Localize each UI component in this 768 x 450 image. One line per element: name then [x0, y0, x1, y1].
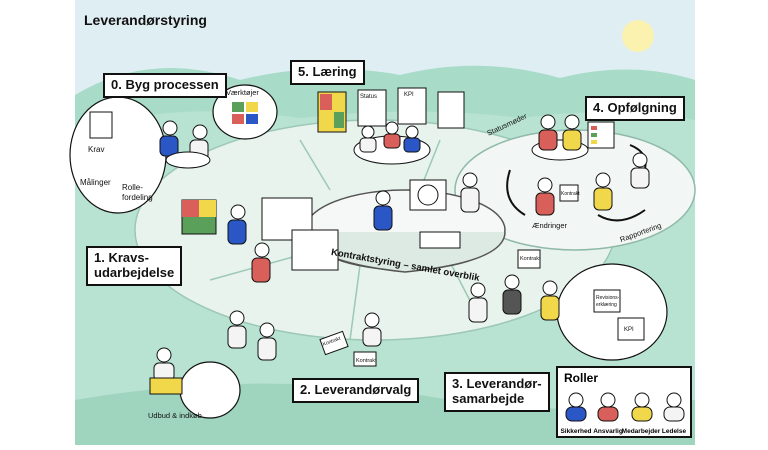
contract-doc — [353, 351, 377, 367]
revision-label-2: erklæring — [596, 302, 617, 308]
tool-tile — [232, 102, 244, 112]
board-mark — [591, 133, 597, 137]
role-ledelse-label: Ledelse — [661, 428, 687, 435]
contract-label-1: Kontrakt — [356, 358, 377, 364]
laptop-icon — [149, 377, 183, 395]
krav-label: Krav — [88, 145, 104, 154]
board-mark — [591, 126, 597, 130]
page-title: Leverandørstyring — [84, 12, 207, 28]
revision-label-1: Revisions- — [596, 295, 620, 301]
person-figures — [149, 114, 650, 395]
step-0-label: 0. Byg processen — [103, 73, 227, 98]
vaerktoejer-label: Værktøjer — [226, 88, 259, 97]
step-3-label: 3. Leverandør- samarbejde — [444, 372, 550, 412]
step-0-text: 0. Byg processen — [111, 77, 219, 92]
step-1-label: 1. Kravs- udarbejdelse — [86, 246, 183, 286]
cycle-arrow — [597, 209, 646, 222]
role-ansvarlig-label: Ansvarlig — [593, 428, 623, 435]
revision-doc — [593, 289, 621, 313]
aendringer-label: Ændringer — [532, 221, 568, 230]
globe-icon — [417, 184, 439, 206]
roles-title: Roller — [564, 371, 599, 385]
rolle-label-1: Rolle- — [122, 183, 143, 192]
step-4-text: 4. Opfølgning — [593, 100, 677, 115]
kpi-board — [397, 87, 427, 125]
status-board — [357, 89, 387, 127]
contract-doc — [517, 249, 541, 269]
step-4-label: 4. Opfølgning — [585, 96, 685, 121]
role-ledelse-figure — [663, 392, 685, 422]
rolle-label-2: fordeling — [122, 193, 153, 202]
step-3-text-line1: 3. Leverandør- — [452, 376, 542, 391]
contract-label-3: Kontrakt — [561, 191, 580, 197]
cycle-arrow — [506, 169, 526, 216]
step-3-text-line2: samarbejde — [452, 390, 525, 406]
kpi-doc-label: KPI — [624, 327, 634, 333]
role-sikkerhed-figure — [565, 392, 587, 422]
tool-tile — [232, 114, 244, 124]
roles-legend: Roller Sikkerhed Ansvarlig Medarbejder L… — [556, 366, 692, 438]
step-1-text-line2: udarbejdelse — [94, 264, 175, 280]
step-5-text: 5. Læring — [298, 64, 357, 79]
list-board — [437, 91, 465, 129]
ring-divider — [349, 264, 361, 341]
board-note — [320, 94, 332, 110]
board-mark — [591, 140, 597, 144]
kpi-doc — [617, 317, 645, 341]
flow-board — [291, 229, 339, 271]
contract-doc — [319, 330, 349, 356]
step-1-text-line1: 1. Kravs- — [94, 250, 149, 265]
board-note — [199, 200, 216, 217]
requirements-doc-icon — [89, 111, 113, 139]
board-note — [182, 200, 199, 217]
thought-cloud-bottom — [179, 361, 241, 419]
board-note — [334, 112, 344, 128]
contract-label-2: Kontrakt — [520, 256, 541, 262]
ring-divider — [299, 139, 331, 191]
udbud-label: Udbud & indkøb — [148, 411, 202, 420]
role-medarbejder-figure — [631, 392, 653, 422]
thought-cloud-tools — [212, 84, 278, 140]
tool-tile — [246, 102, 258, 112]
step-2-text: 2. Leverandørvalg — [300, 382, 412, 397]
contract-doc — [559, 184, 579, 202]
step-5-label: 5. Læring — [290, 60, 365, 85]
maalinger-label: Målinger — [80, 178, 111, 187]
role-sikkerhed-label: Sikkerhed — [560, 428, 592, 435]
open-book — [419, 231, 461, 249]
role-ansvarlig-figure — [597, 392, 619, 422]
status-label: Status — [360, 94, 377, 100]
step-2-label: 2. Leverandørvalg — [292, 378, 420, 403]
kpi-board-label: KPI — [404, 92, 414, 98]
tool-tile — [246, 114, 258, 124]
role-medarbejder-label: Medarbejder — [621, 428, 661, 435]
sun-icon — [622, 20, 654, 52]
roles-figures — [565, 392, 685, 422]
